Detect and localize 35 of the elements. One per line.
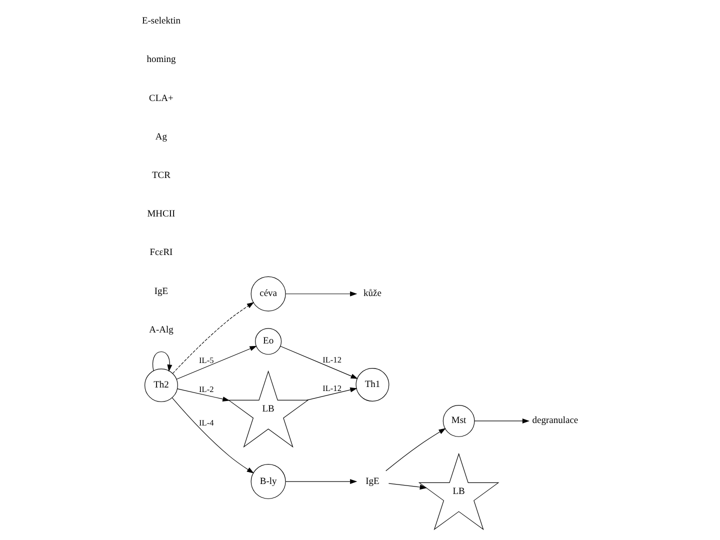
arrow	[172, 397, 254, 474]
label: E-selektin	[142, 16, 180, 27]
label: A-Alg	[149, 325, 174, 336]
arrow	[386, 428, 446, 472]
arrow	[172, 302, 254, 374]
node-circle: céva	[250, 276, 286, 312]
arrow	[306, 387, 358, 400]
label: CLA+	[149, 94, 174, 104]
label: IgE	[154, 286, 168, 297]
node-text: kůže	[364, 289, 382, 300]
arrow	[388, 483, 428, 490]
node-circle: Th1	[356, 368, 390, 402]
label: homing	[146, 55, 176, 66]
edge-label: IL-5	[198, 356, 214, 365]
edge-label: IL-12	[322, 384, 342, 393]
label: MHCII	[147, 210, 176, 220]
arrow	[285, 479, 358, 484]
edge-label: IL-12	[322, 355, 342, 364]
node-circle: B-ly	[250, 464, 286, 500]
label: Ag	[155, 132, 168, 142]
arrow	[177, 388, 230, 402]
node-circle: Mst	[442, 405, 475, 437]
arrow	[280, 346, 358, 379]
node-text: degranulace	[532, 416, 578, 426]
arrow	[474, 418, 530, 424]
node-circle: Eo	[255, 328, 282, 355]
node-text: IgE	[366, 476, 380, 487]
edge-label: IL-4	[198, 418, 214, 428]
arrow	[176, 346, 257, 380]
label: FcεRI	[150, 248, 173, 258]
edge-label: IL-2	[198, 384, 214, 394]
arrow	[152, 351, 172, 372]
label: TCR	[152, 170, 170, 181]
arrow	[285, 291, 358, 296]
node-circle: Th2	[144, 368, 178, 402]
